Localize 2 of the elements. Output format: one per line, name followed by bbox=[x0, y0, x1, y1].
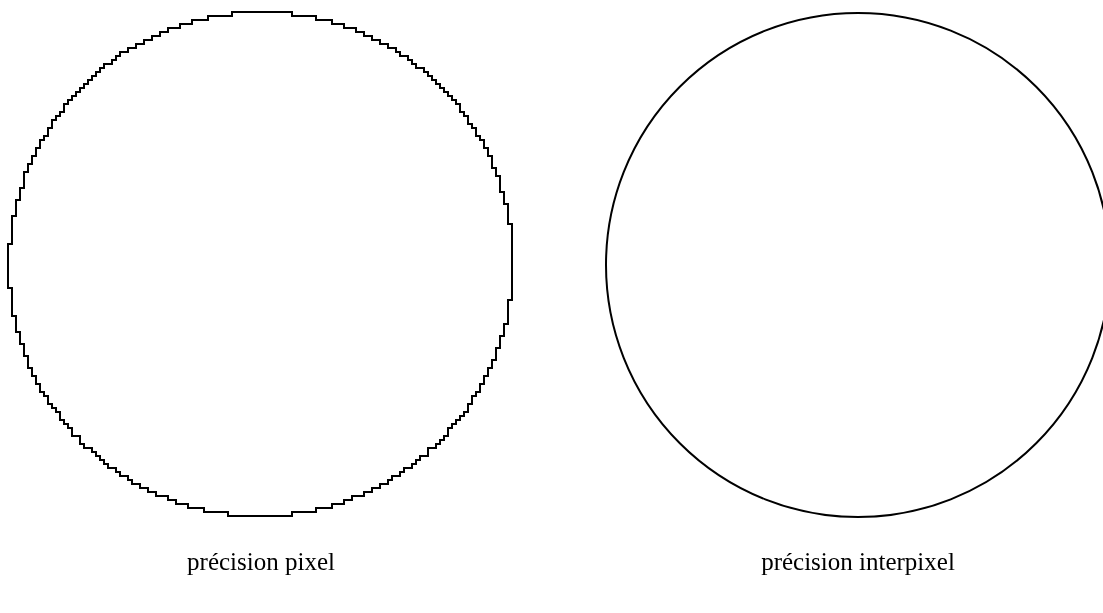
caption: précision pixel bbox=[187, 548, 335, 576]
caption: précision interpixel bbox=[761, 548, 955, 576]
